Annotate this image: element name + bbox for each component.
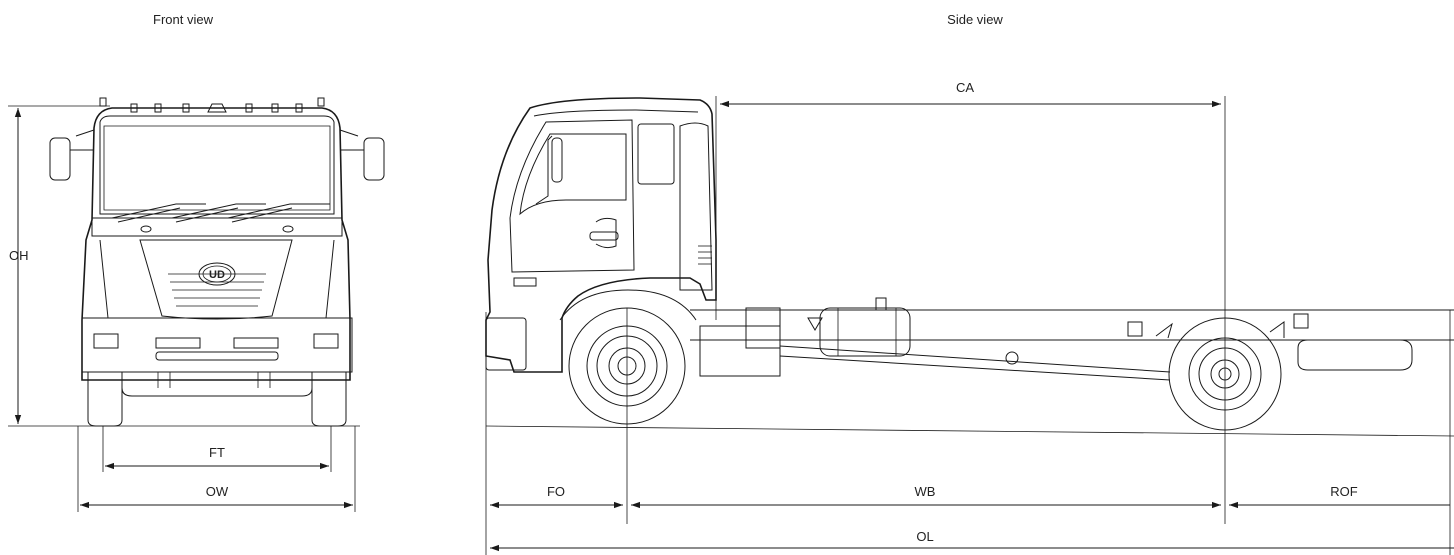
dim-label-wb: WB [915,484,936,499]
front-view-title: Front view [153,12,214,27]
ud-badge: UD [209,269,225,281]
dim-label-rof: ROF [1330,484,1358,499]
dim-label-ft: FT [209,445,225,460]
dim-label-fo: FO [547,484,565,499]
side-view-title: Side view [947,12,1003,27]
front-view-drawing: UD [49,97,385,427]
dim-label-ol: OL [916,529,933,544]
dim-label-ow: OW [206,484,229,499]
side-view-drawing [485,97,1454,431]
side-dimension-lines [485,96,1454,555]
dim-label-ca: CA [956,80,974,95]
front-dimension-lines [8,105,360,512]
dim-label-oh: OH [9,248,29,263]
